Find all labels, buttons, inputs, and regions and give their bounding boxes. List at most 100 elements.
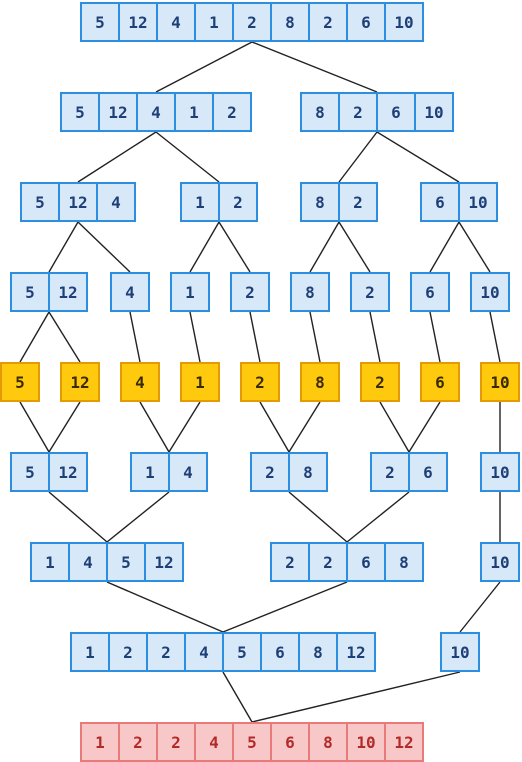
array-cell: 2 xyxy=(118,722,158,762)
array-cell: 10 xyxy=(384,2,424,42)
array-cell: 5 xyxy=(222,632,262,672)
edge-c2-d4 xyxy=(309,221,340,273)
array-cell: 2 xyxy=(108,632,148,672)
array-node-f4: 10 xyxy=(480,452,520,492)
edge-g2-h1 xyxy=(459,581,501,633)
edge-e3-f1 xyxy=(168,401,201,453)
array-cell: 2 xyxy=(230,272,270,312)
array-cell: 2 xyxy=(146,632,186,672)
array-cell: 6 xyxy=(346,542,386,582)
array-cell: 2 xyxy=(212,92,252,132)
array-cell: 12 xyxy=(48,452,88,492)
edge-d4-e5 xyxy=(309,311,321,363)
array-node-g2: 10 xyxy=(480,542,520,582)
edge-d6-e7 xyxy=(429,311,441,363)
array-node-d7: 10 xyxy=(470,272,510,312)
array-cell: 12 xyxy=(384,722,424,762)
edge-f0-g0 xyxy=(48,491,108,543)
array-cell: 4 xyxy=(168,452,208,492)
edge-d5-e6 xyxy=(369,311,381,363)
array-cell: 8 xyxy=(300,362,340,402)
array-node-e6: 2 xyxy=(360,362,400,402)
array-cell: 2 xyxy=(156,722,196,762)
array-cell: 10 xyxy=(480,362,520,402)
array-cell: 6 xyxy=(376,92,416,132)
array-node-e8: 10 xyxy=(480,362,520,402)
array-cell: 5 xyxy=(20,182,60,222)
array-cell: 2 xyxy=(270,542,310,582)
array-node-e7: 6 xyxy=(420,362,460,402)
edge-c0-d0 xyxy=(48,221,79,273)
array-cell: 10 xyxy=(470,272,510,312)
array-node-e0: 5 xyxy=(0,362,40,402)
array-cell: 8 xyxy=(308,722,348,762)
array-cell: 8 xyxy=(288,452,328,492)
array-cell: 2 xyxy=(232,2,272,42)
edge-d7-e8 xyxy=(489,311,501,363)
array-cell: 1 xyxy=(180,362,220,402)
array-cell: 4 xyxy=(156,2,196,42)
edge-a0-b0 xyxy=(155,41,253,93)
array-cell: 1 xyxy=(170,272,210,312)
array-node-e2: 4 xyxy=(120,362,160,402)
array-cell: 12 xyxy=(336,632,376,672)
array-cell: 1 xyxy=(80,722,120,762)
edge-d0-e1 xyxy=(48,311,81,363)
array-cell: 5 xyxy=(80,2,120,42)
array-cell: 10 xyxy=(440,632,480,672)
array-cell: 2 xyxy=(240,362,280,402)
array-cell: 8 xyxy=(300,182,340,222)
array-node-d4: 8 xyxy=(290,272,330,312)
edge-c1-d3 xyxy=(218,221,251,273)
array-cell: 4 xyxy=(110,272,150,312)
array-node-e4: 2 xyxy=(240,362,280,402)
array-cell: 5 xyxy=(106,542,146,582)
array-cell: 2 xyxy=(360,362,400,402)
array-cell: 4 xyxy=(136,92,176,132)
array-cell: 6 xyxy=(260,632,300,672)
array-cell: 2 xyxy=(250,452,290,492)
edge-b1-c3 xyxy=(376,131,460,183)
array-node-d3: 2 xyxy=(230,272,270,312)
array-cell: 6 xyxy=(270,722,310,762)
array-cell: 12 xyxy=(98,92,138,132)
array-cell: 2 xyxy=(350,272,390,312)
edge-e1-f0 xyxy=(48,401,81,453)
array-cell: 5 xyxy=(0,362,40,402)
array-cell: 10 xyxy=(414,92,454,132)
array-cell: 1 xyxy=(70,632,110,672)
edge-e4-f2 xyxy=(259,401,290,453)
array-cell: 4 xyxy=(68,542,108,582)
edge-d0-e0 xyxy=(19,311,50,363)
array-cell: 8 xyxy=(298,632,338,672)
array-cell: 6 xyxy=(346,2,386,42)
array-cell: 5 xyxy=(10,272,50,312)
array-cell: 2 xyxy=(308,2,348,42)
edge-f1-g0 xyxy=(106,491,170,543)
array-cell: 12 xyxy=(48,272,88,312)
array-cell: 2 xyxy=(370,452,410,492)
edge-e6-f3 xyxy=(379,401,410,453)
edge-b0-c0 xyxy=(77,131,157,183)
array-cell: 8 xyxy=(300,92,340,132)
array-cell: 8 xyxy=(384,542,424,582)
array-cell: 1 xyxy=(174,92,214,132)
array-cell: 1 xyxy=(194,2,234,42)
edge-c0-d1 xyxy=(77,221,131,273)
edge-h0-i0 xyxy=(222,671,253,723)
edge-f3-g1 xyxy=(346,491,410,543)
edge-e0-f0 xyxy=(19,401,50,453)
edge-c1-d2 xyxy=(189,221,220,273)
array-node-e1: 12 xyxy=(60,362,100,402)
edge-c3-d7 xyxy=(458,221,491,273)
array-cell: 4 xyxy=(194,722,234,762)
